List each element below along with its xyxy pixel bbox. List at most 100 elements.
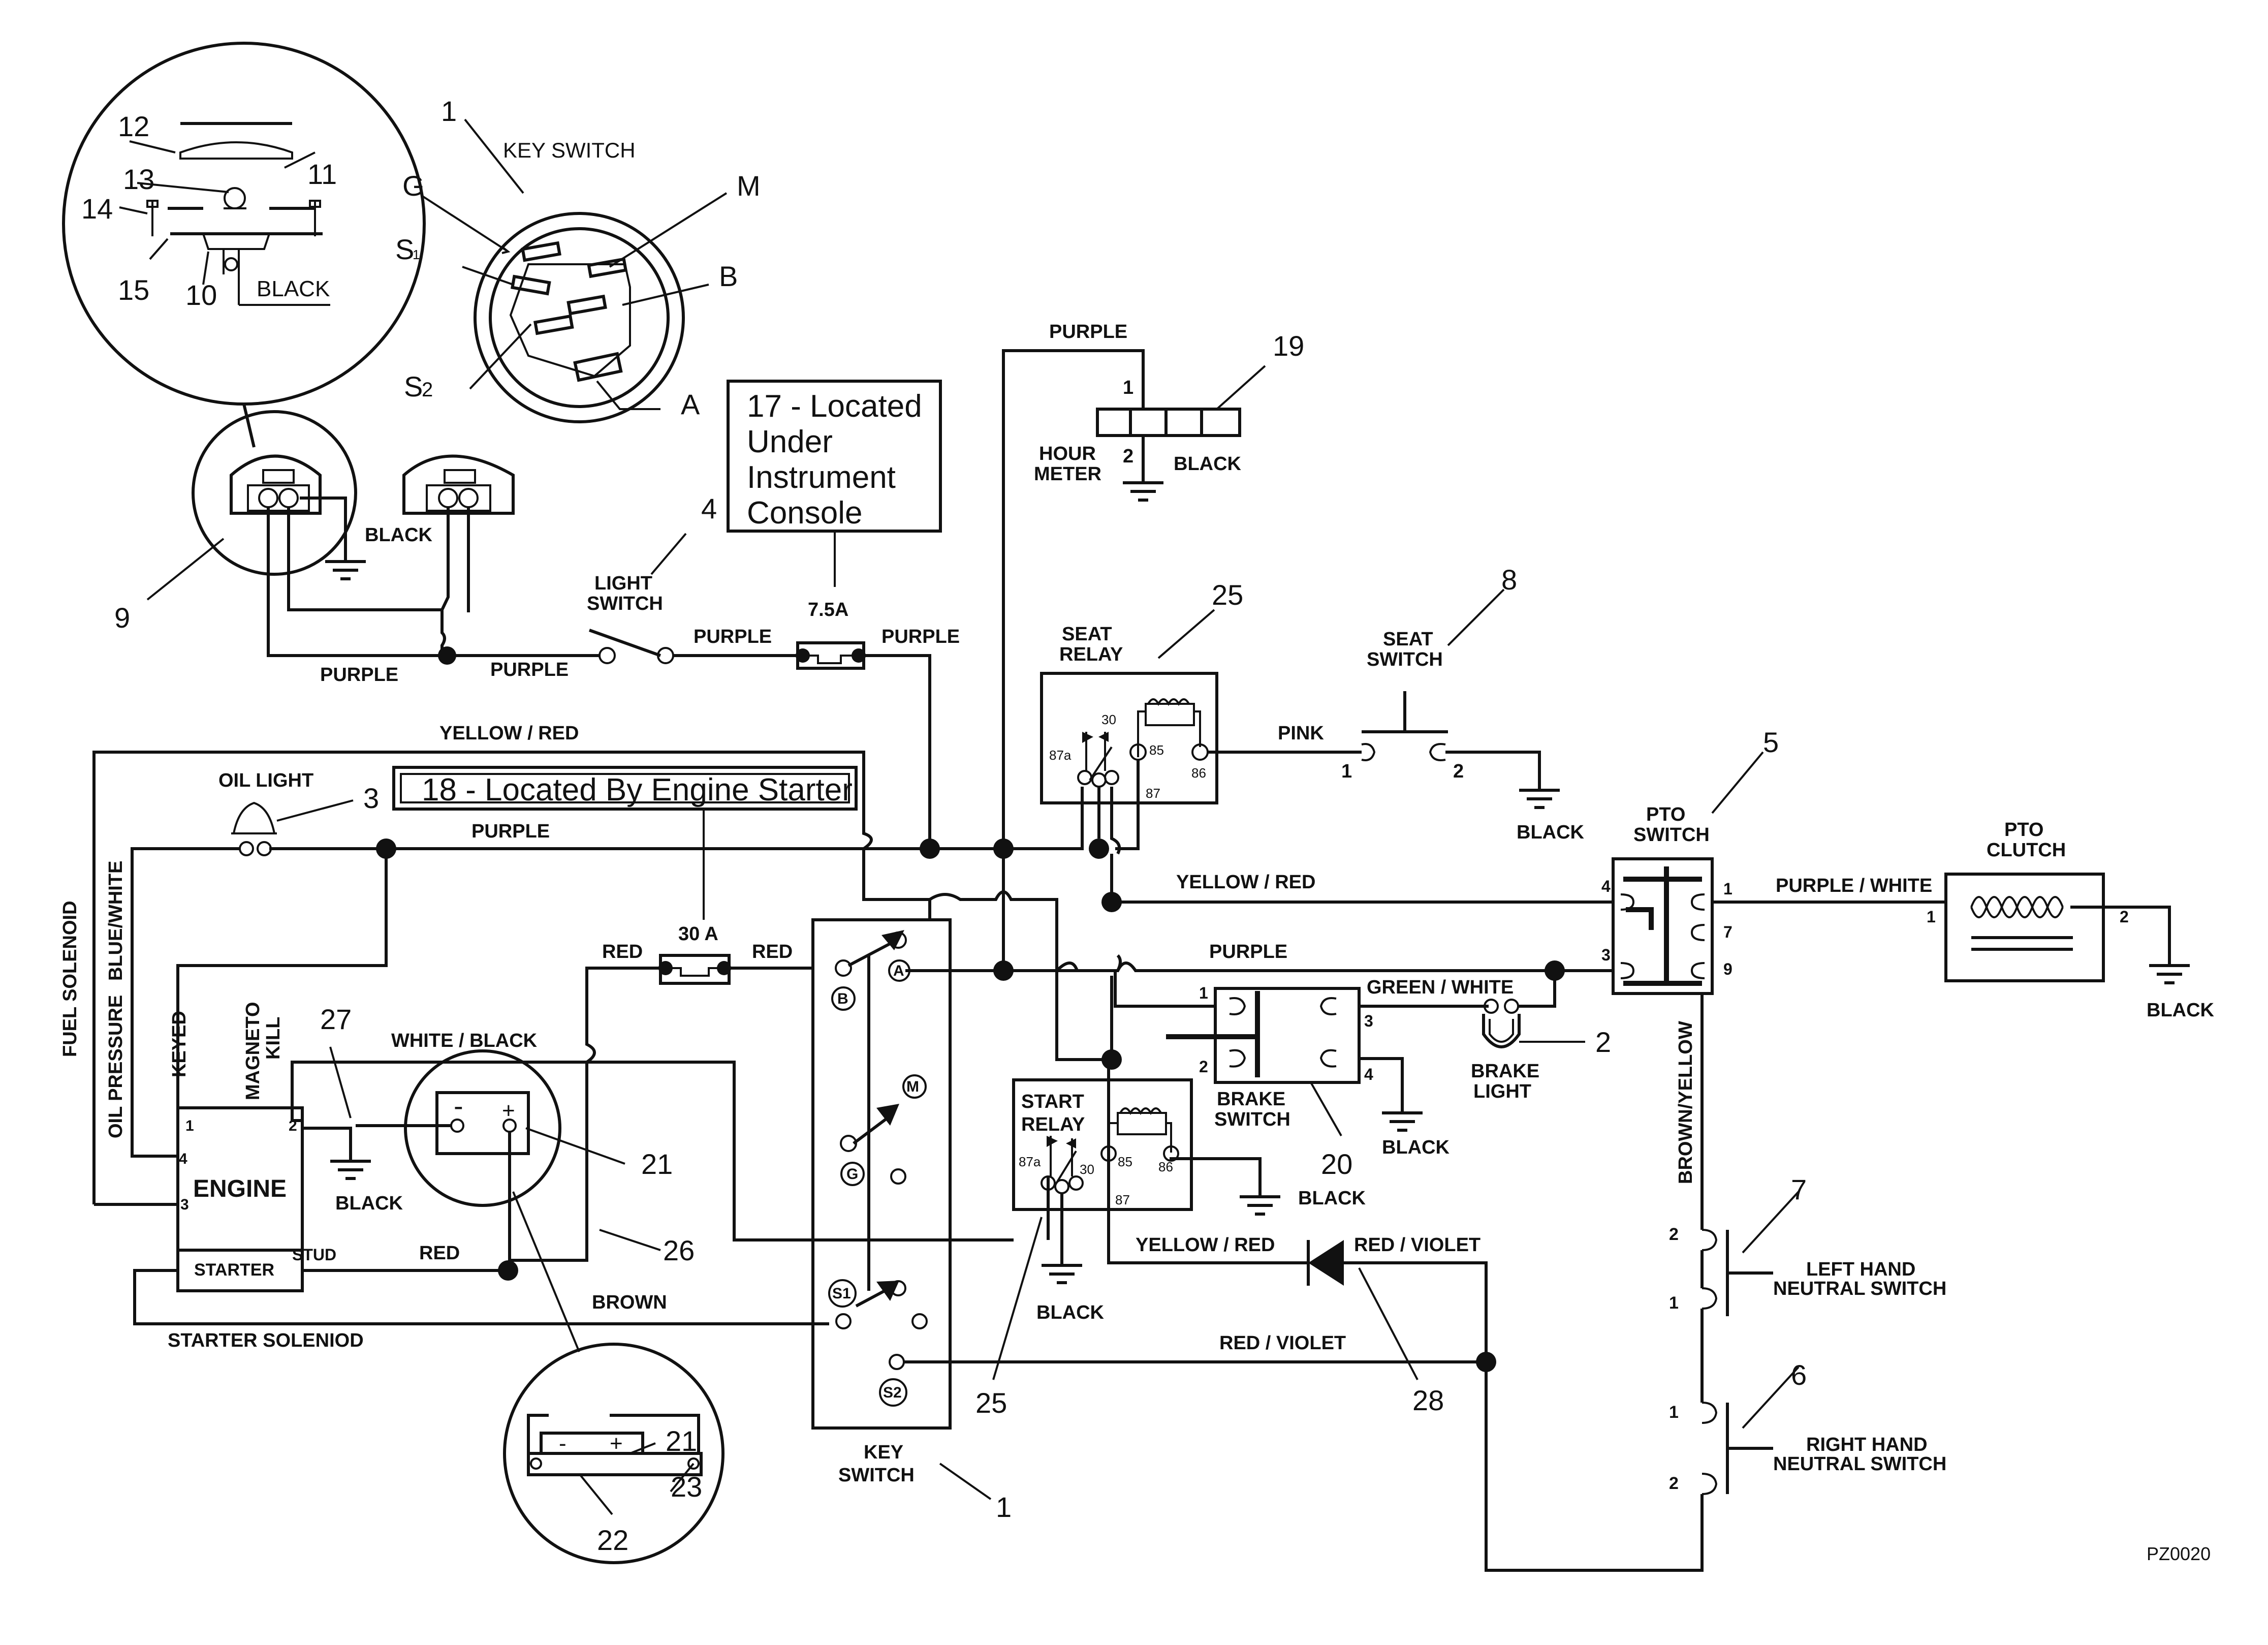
callout-5: 5 bbox=[1763, 726, 1779, 758]
callout-21-bottom: 21 bbox=[666, 1425, 697, 1457]
relay-feed-wire bbox=[1055, 971, 1112, 1061]
brake-pin3: 3 bbox=[1364, 1012, 1373, 1030]
callout-10: 10 bbox=[185, 279, 217, 311]
light-switch-line1: LIGHT bbox=[594, 573, 652, 594]
key-pin-s2-sub: 2 bbox=[422, 379, 433, 401]
callout-20: 20 bbox=[1321, 1148, 1352, 1180]
oil-light: OIL LIGHT 3 bbox=[131, 770, 388, 1158]
callout-7: 7 bbox=[1791, 1173, 1807, 1205]
start-relay-line2: RELAY bbox=[1021, 1114, 1085, 1135]
start-relay-86: 86 bbox=[1158, 1159, 1173, 1174]
callout-19: 19 bbox=[1273, 330, 1304, 362]
callout-28: 28 bbox=[1412, 1384, 1444, 1416]
light-switch-line2: SWITCH bbox=[587, 593, 663, 614]
key-pin-s1-sub: 1 bbox=[413, 247, 420, 262]
pto-clutch-line1: PTO bbox=[2004, 819, 2043, 841]
callout-25-seat: 25 bbox=[1212, 579, 1243, 611]
brake-light-line1: BRAKE bbox=[1471, 1061, 1539, 1082]
note-18: 18 - Located By Engine Starter 30 A bbox=[392, 766, 858, 945]
bulb-black-label: BLACK bbox=[257, 276, 330, 301]
callout-6: 6 bbox=[1791, 1359, 1807, 1391]
light-circuit: 4 LIGHT SWITCH PURPLE PURPLE PURPLE PURP… bbox=[267, 492, 960, 849]
key-switch-bottom: A B M G S1 S2 KEY SWITCH 1 RED / VIOLET bbox=[811, 918, 1496, 1523]
wire-green-white: GREEN / WHITE bbox=[1367, 977, 1514, 998]
hour-meter: PURPLE 19 1 2 HOUR METER BLACK bbox=[1002, 321, 1304, 849]
pto-pin3: 3 bbox=[1601, 946, 1611, 964]
wire-red-b: RED bbox=[752, 941, 793, 963]
callout-3: 3 bbox=[363, 782, 379, 814]
engine-kill: KILL bbox=[263, 1017, 284, 1060]
pto-switch-line2: SWITCH bbox=[1633, 824, 1710, 846]
start-relay-30: 30 bbox=[1080, 1162, 1094, 1177]
seat-switch-pin1: 1 bbox=[1341, 761, 1352, 782]
key-pin-a: A bbox=[681, 388, 700, 420]
key-switch-title: KEY SWITCH bbox=[503, 138, 636, 162]
start-relay-87: 87 bbox=[1115, 1192, 1130, 1207]
callout-11: 11 bbox=[307, 158, 337, 190]
wire-purple-g: PURPLE bbox=[1209, 941, 1287, 963]
engine-pin3: 3 bbox=[180, 1196, 189, 1213]
wire-purple-d: PURPLE bbox=[881, 626, 960, 647]
callout-9: 9 bbox=[114, 602, 130, 634]
seat-relay-line1: SEAT bbox=[1062, 624, 1112, 645]
pto-clutch: PTO CLUTCH 1 2 BLACK bbox=[1927, 819, 2215, 1021]
hour-meter-line1: HOUR bbox=[1039, 443, 1096, 464]
fuse-30a: S1 RED RED bbox=[508, 941, 836, 1262]
callout-4: 4 bbox=[701, 492, 717, 524]
callout-1-bottom: 1 bbox=[996, 1491, 1012, 1523]
pto-pin4: 4 bbox=[1601, 877, 1611, 895]
brake-light-line2: LIGHT bbox=[1473, 1081, 1531, 1102]
seat-switch-line2: SWITCH bbox=[1367, 649, 1443, 670]
key-bot-b: B bbox=[837, 990, 848, 1007]
key-bot-s2: S2 bbox=[883, 1384, 902, 1401]
seat-relay-87: 87 bbox=[1146, 786, 1160, 801]
note-17: 17 - Located Under Instrument Console 7.… bbox=[727, 380, 942, 620]
right-neutral-pin2: 2 bbox=[1669, 1474, 1679, 1493]
note18-text: 18 - Located By Engine Starter bbox=[422, 772, 853, 808]
brake-pin2: 2 bbox=[1199, 1058, 1208, 1076]
engine-stud: STUD bbox=[292, 1246, 336, 1264]
callout-22: 22 bbox=[597, 1524, 628, 1556]
engine-pin1: 1 bbox=[185, 1118, 194, 1134]
callout-25-start: 25 bbox=[975, 1387, 1007, 1419]
lamp-ground-label: BLACK bbox=[365, 524, 433, 546]
wire-starter-solenoid: STARTER SOLENIOD bbox=[168, 1330, 364, 1351]
key-pin-s1: S bbox=[395, 233, 414, 265]
engine-starter: STARTER bbox=[194, 1260, 274, 1280]
wire-black-brake: BLACK bbox=[1382, 1137, 1450, 1158]
callout-14: 14 bbox=[81, 193, 113, 225]
engine-keyed: KEYED bbox=[169, 1011, 190, 1077]
callout-27: 27 bbox=[320, 1003, 352, 1035]
battery-detail-plus: + bbox=[610, 1431, 623, 1456]
brake-light: 2 BRAKE LIGHT bbox=[1471, 971, 1611, 1102]
start-relay-87a: 87a bbox=[1019, 1154, 1041, 1169]
hour-meter-line2: METER bbox=[1034, 463, 1101, 485]
callout-1-top: 1 bbox=[441, 95, 457, 127]
key-bot-m: M bbox=[906, 1078, 919, 1095]
fuse-7-5a-label: 7.5A bbox=[808, 599, 848, 620]
wire-yellow-red-c: YELLOW / RED bbox=[1136, 1234, 1275, 1256]
headlight-lamps: 9 BLACK bbox=[114, 410, 515, 634]
brake-switch: 1 2 3 4 BRAKE SWITCH 20 BLACK GREEN / WH… bbox=[1114, 971, 1514, 1180]
key-bot-line2: SWITCH bbox=[838, 1465, 915, 1486]
wire-purple-e: PURPLE bbox=[1049, 321, 1127, 343]
key-bot-g: G bbox=[846, 1166, 858, 1183]
key-bot-a: A bbox=[893, 963, 904, 979]
start-relay: START RELAY 87a 30 85 86 87 BLACK BLACK bbox=[975, 1058, 1366, 1419]
start-relay-85: 85 bbox=[1118, 1154, 1132, 1169]
wire-purple-b: PURPLE bbox=[490, 659, 569, 680]
brake-pin4: 4 bbox=[1364, 1065, 1373, 1083]
note17-line3: Instrument bbox=[747, 460, 896, 495]
pto-clutch-pin2: 2 bbox=[2120, 908, 2129, 926]
wire-red-a: RED bbox=[602, 941, 643, 963]
seat-relay-85: 85 bbox=[1149, 742, 1164, 758]
pto-switch: PTO SWITCH 5 4 1 7 3 9 PURPLE / WHITE BR… bbox=[1601, 726, 1961, 1230]
engine-blue-white: BLUE/WHITE bbox=[105, 861, 127, 981]
right-neutral-line2: NEUTRAL SWITCH bbox=[1773, 1453, 1946, 1475]
wire-red-violet-a: RED / VIOLET bbox=[1354, 1234, 1480, 1256]
neutral-switches: 2 1 7 LEFT HAND NEUTRAL SWITCH 1 2 6 RIG… bbox=[1669, 1173, 1946, 1519]
callout-23: 23 bbox=[671, 1471, 702, 1503]
diode: RED / VIOLET 28 bbox=[1301, 1234, 1704, 1572]
key-bot-line1: KEY bbox=[864, 1442, 903, 1463]
